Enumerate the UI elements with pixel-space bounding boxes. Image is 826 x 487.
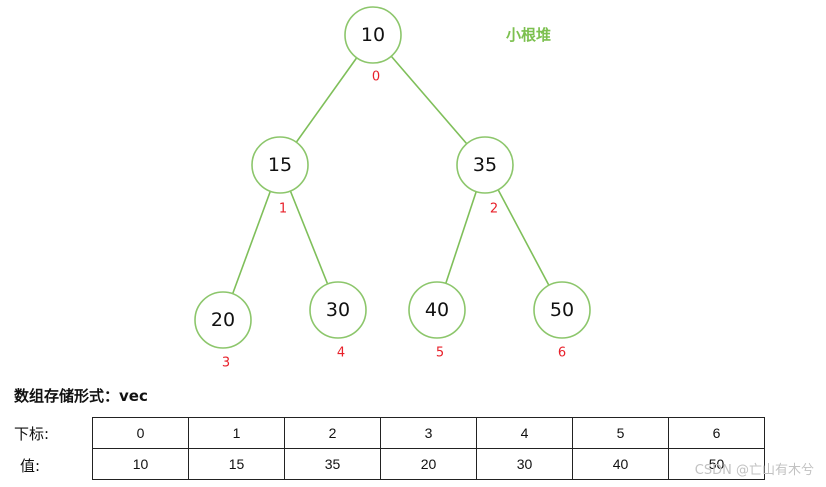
index-cell: 1: [188, 417, 285, 449]
node-index: 3: [222, 356, 230, 371]
node-value: 50: [550, 299, 574, 321]
watermark: CSDN @亡山有木兮: [694, 463, 814, 478]
index-row: 0 1 2 3 4 5 6: [92, 417, 765, 449]
node-value: 20: [211, 309, 235, 331]
node-index: 4: [337, 346, 345, 361]
node-index: 2: [490, 202, 498, 217]
index-cell: 0: [92, 417, 189, 449]
value-cell: 30: [476, 448, 573, 480]
value-cell: 15: [188, 448, 285, 480]
heap-tree: 10 0 15 1 35 2 20 3 30 4 40 5 50 6: [194, 6, 591, 371]
value-row-label: 值:: [20, 457, 41, 475]
tree-edge: [445, 191, 477, 284]
node-circle: [456, 136, 514, 194]
node-index: 5: [436, 346, 444, 361]
heap-node: 15 1: [251, 136, 309, 217]
tree-edge: [289, 190, 329, 285]
node-circle: [344, 6, 402, 64]
heap-node: 10 0: [344, 6, 402, 85]
node-circle: [408, 281, 466, 339]
value-cell: 10: [92, 448, 189, 480]
node-index: 6: [558, 346, 566, 361]
node-circle: [194, 291, 252, 349]
heap-title: 小根堆: [506, 26, 552, 44]
value-row: 10 15 35 20 30 40 50: [92, 448, 765, 480]
index-cell: 6: [668, 417, 765, 449]
node-value: 15: [268, 154, 292, 176]
tree-edge: [497, 189, 550, 286]
node-value: 35: [473, 154, 497, 176]
value-cell: 50: [668, 448, 765, 480]
node-index: 1: [279, 202, 287, 217]
tree-edge: [390, 55, 468, 145]
node-circle: [533, 281, 591, 339]
node-circle: [251, 136, 309, 194]
node-value: 30: [326, 299, 350, 321]
node-circle: [309, 281, 367, 339]
array-table: 0 1 2 3 4 5 6 10 15 35 20 30 40 50: [92, 417, 765, 480]
value-cell: 40: [572, 448, 669, 480]
heap-node: 20 3: [194, 291, 252, 371]
heap-node: 50 6: [533, 281, 591, 361]
index-cell: 3: [380, 417, 477, 449]
heap-node: 40 5: [408, 281, 466, 361]
index-cell: 2: [284, 417, 381, 449]
tree-edge: [231, 191, 272, 294]
node-value: 10: [361, 24, 385, 46]
heap-node: 30 4: [309, 281, 367, 361]
tree-edge: [295, 57, 358, 143]
value-cell: 35: [284, 448, 381, 480]
index-row-label: 下标:: [14, 425, 50, 443]
array-title: 数组存储形式：vec: [14, 387, 148, 405]
index-cell: 4: [476, 417, 573, 449]
node-index: 0: [372, 70, 380, 85]
index-cell: 5: [572, 417, 669, 449]
value-cell: 20: [380, 448, 477, 480]
node-value: 40: [425, 299, 449, 321]
heap-node: 35 2: [456, 136, 514, 217]
